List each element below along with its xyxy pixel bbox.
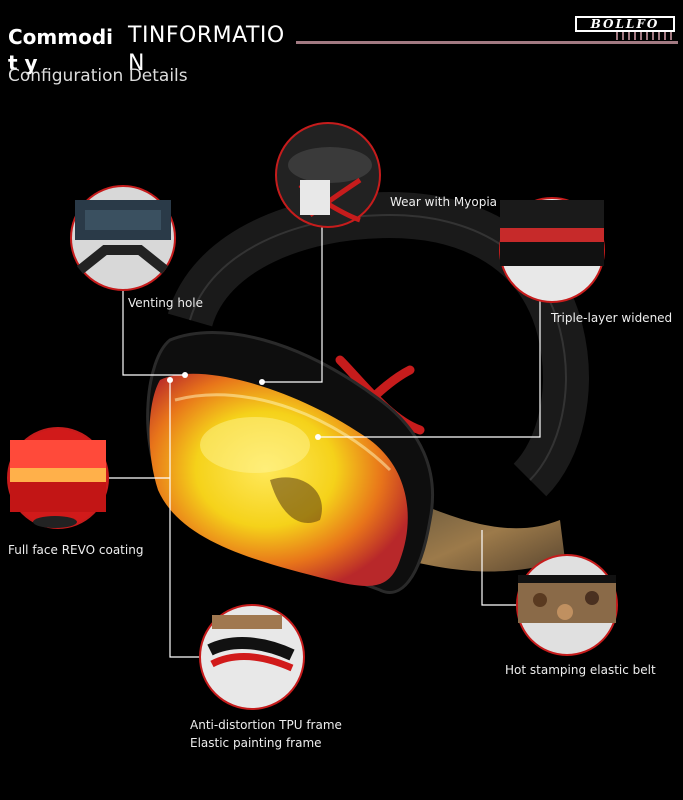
commodity-heading: Commodit y <box>8 25 114 75</box>
information-heading: TINFORMATIO N <box>128 23 285 76</box>
strap-camo <box>405 500 565 572</box>
brand-logo: BOLLFO <box>575 16 675 32</box>
label-venting-hole: Venting hole <box>128 296 204 310</box>
detail-circle-triple <box>499 197 605 303</box>
detail-circle-venting <box>70 185 176 291</box>
configuration-subtitle: Configuration Details <box>8 66 188 86</box>
header-divider <box>296 41 678 44</box>
label-tpu-frame: Anti-distortion TPU frame <box>190 718 342 732</box>
label-revo-coating: Full face REVO coating <box>8 543 144 557</box>
detail-circle-myopia <box>275 122 381 228</box>
label-painting-frame: Elastic painting frame <box>190 736 322 750</box>
detail-circle-frame <box>199 604 305 710</box>
label-triple-layer: Triple-layer widened <box>551 311 673 325</box>
callout-lines <box>108 225 541 658</box>
label-myopia: Wear with Myopia <box>390 195 498 209</box>
detail-circle-belt <box>516 554 618 656</box>
label-elastic-belt: Hot stamping elastic belt <box>505 663 656 677</box>
detail-circle-revo <box>7 427 109 529</box>
